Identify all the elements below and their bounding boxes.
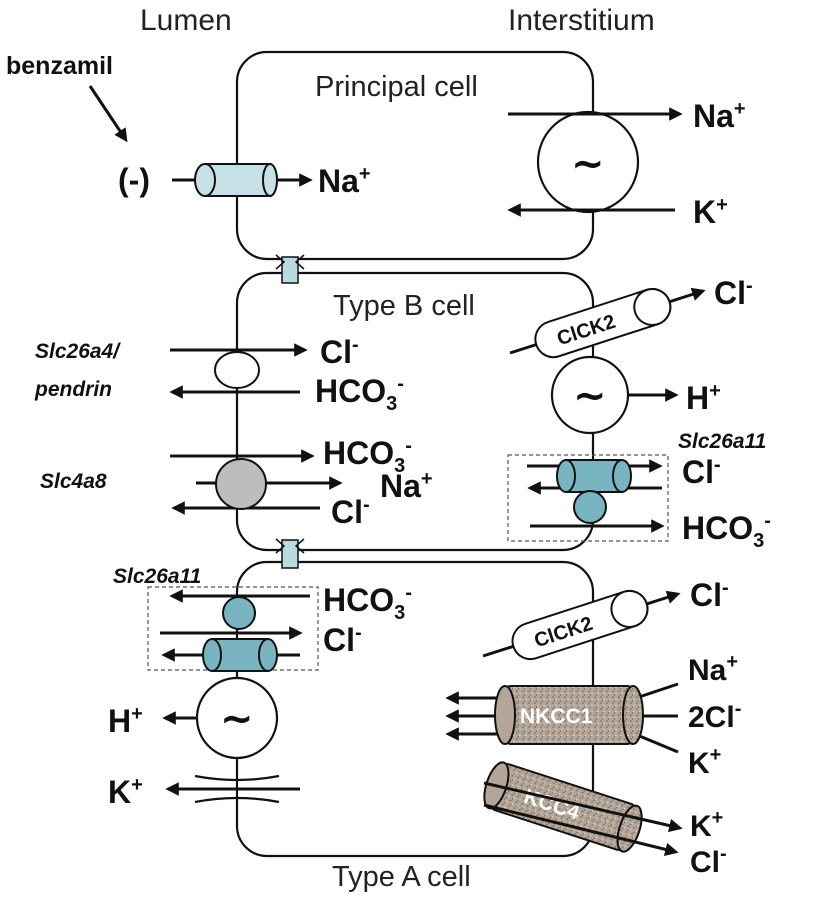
- enac-channel: [194, 163, 278, 197]
- type-a-cell-label: Type A cell: [332, 861, 471, 893]
- type-a-k-label: K+: [108, 774, 143, 810]
- type-b-h-atpase-symbol: ~: [573, 373, 607, 419]
- type-a-h-atpase-symbol: ~: [220, 696, 254, 742]
- slc26a11-b-hco3-label: HCO3-: [682, 510, 771, 552]
- slc4a8-cl-label: Cl-: [331, 494, 370, 530]
- type-b-cell-label: Type B cell: [333, 290, 475, 322]
- type-a-h-label: H+: [108, 703, 143, 739]
- benzamil-arrow: [88, 85, 128, 143]
- slc26a11-a-subunit: [222, 596, 256, 630]
- principal-cell-label: Principal cell: [315, 71, 478, 103]
- slc26a11-b-channel: [556, 459, 632, 493]
- nkcc1-2cl-label: 2Cl-: [688, 698, 741, 734]
- clck2-a-cl-label: Cl-: [690, 577, 729, 613]
- nkcc1-cotransporter: NKCC1: [494, 685, 644, 745]
- slc26a11-b-label: Slc26a11: [678, 430, 766, 453]
- principal-na-label: Na+: [318, 163, 371, 199]
- pendrin-exchanger: [214, 351, 260, 389]
- lumen-label: Lumen: [140, 4, 232, 37]
- slc4a8-hco3-label: HCO3-: [323, 435, 412, 477]
- slc26a11-a-cl-label: Cl-: [323, 622, 362, 658]
- kcc4-k-arrow: [483, 781, 683, 833]
- slc4a8-label: Slc4a8: [40, 470, 107, 493]
- tight-junction-top: [275, 254, 305, 284]
- slc26a11-b-subunit: [573, 490, 607, 524]
- tight-junction-bottom: [275, 538, 305, 569]
- kcc4-k-label: K+: [690, 807, 723, 843]
- principal-na-out-label: Na+: [693, 98, 746, 134]
- slc4a8-exchanger: [215, 458, 267, 510]
- slc26a11-b-cl-label: Cl-: [682, 454, 721, 490]
- clck2-b-cl-label: Cl-: [714, 275, 753, 311]
- nak-atpase-symbol: ~: [571, 141, 605, 187]
- kcc4-cotransporter: KCC4: [483, 761, 643, 853]
- slc26a11-b-box: [507, 454, 669, 542]
- benzamil-label: benzamil: [6, 52, 113, 80]
- slc26a11-a-channel: [202, 638, 278, 672]
- clck2-a-channel: ClCK2: [511, 589, 649, 661]
- slc26a11-a-hco3-label: HCO3-: [323, 582, 412, 624]
- slc26a4-label-line1: Slc26a4/: [35, 340, 121, 363]
- pendrin-cl-label: Cl-: [320, 334, 359, 370]
- slc26a11-a-label: Slc26a11: [113, 565, 201, 588]
- slc4a8-na-label: Na+: [380, 468, 433, 504]
- nkcc1-label: NKCC1: [520, 705, 593, 728]
- slc26a4-label-line2: pendrin: [34, 378, 112, 401]
- principal-k-label: K+: [693, 194, 728, 230]
- inhibition-label: (-): [118, 162, 150, 198]
- kcc4-cl-label: Cl-: [690, 843, 727, 879]
- nak-atpase-pump: [536, 110, 640, 214]
- nkcc1-k-label: K+: [688, 744, 721, 780]
- kcc4-cl-arrow: [483, 803, 679, 856]
- nkcc1-na-label: Na+: [688, 651, 738, 687]
- k-channel-apical: [194, 774, 280, 804]
- pendrin-hco3-label: HCO3-: [315, 373, 404, 415]
- interstitium-label: Interstitium: [508, 4, 655, 37]
- type-b-h-label: H+: [686, 380, 721, 416]
- clck2-b-channel: ClCK2: [534, 288, 672, 359]
